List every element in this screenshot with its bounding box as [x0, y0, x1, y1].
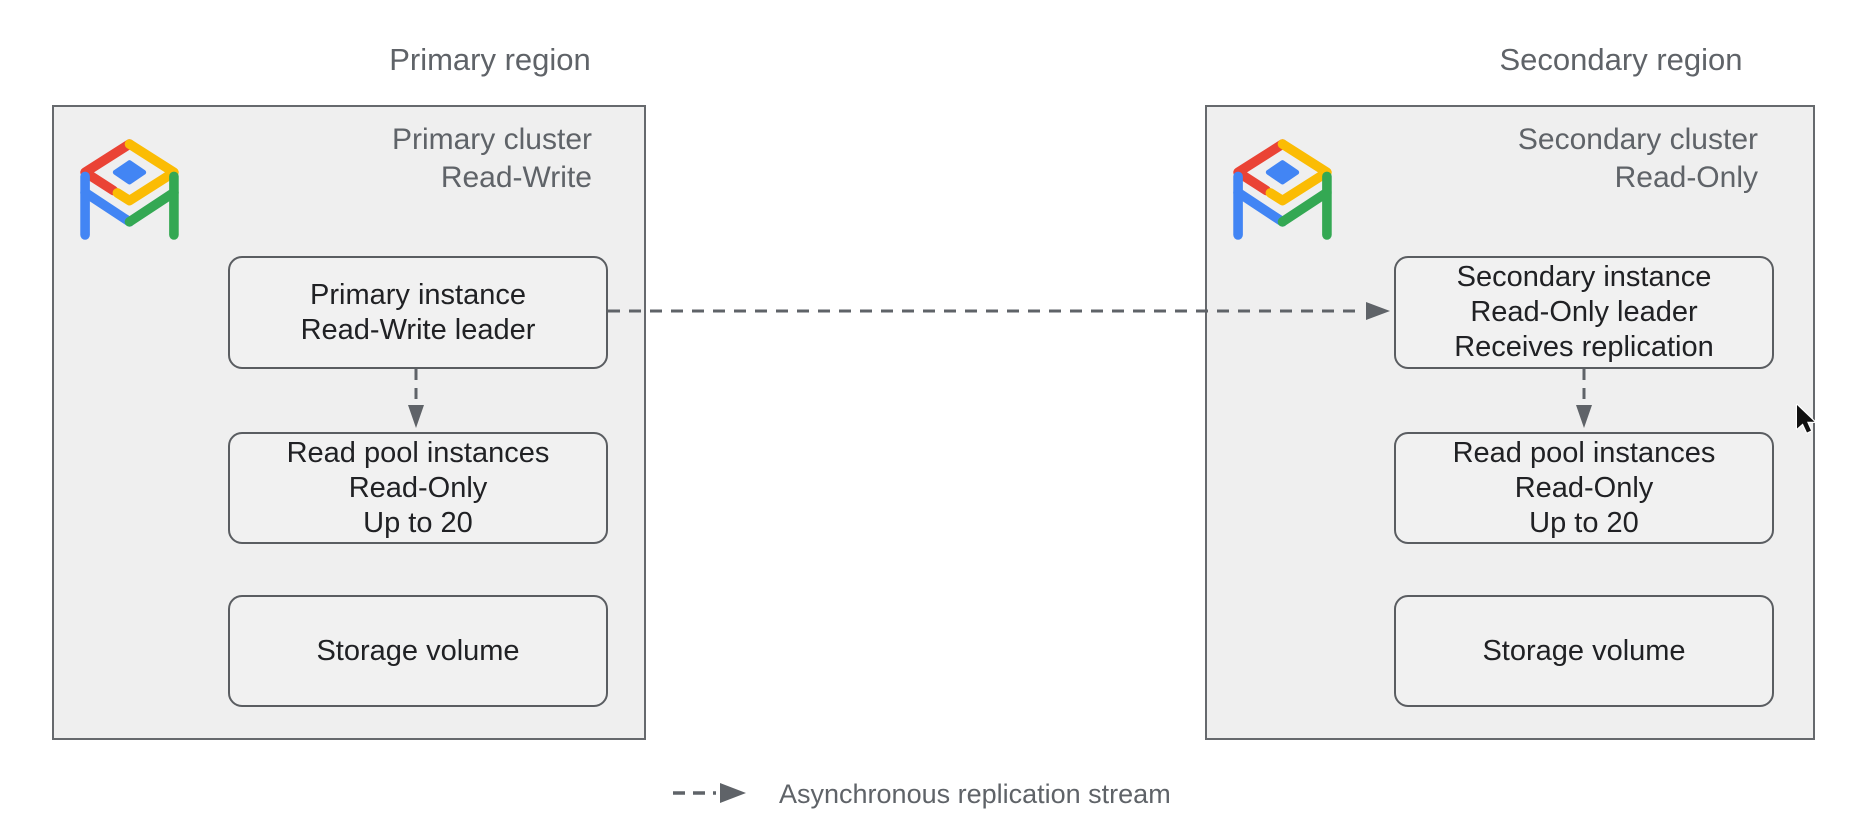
secondary-cluster-title-line2: Read-Only	[1614, 161, 1758, 194]
secondary-storage-node: Storage volume	[1394, 595, 1774, 707]
node-text-line: Receives replication	[1454, 331, 1714, 363]
node-text-line: Primary instance	[310, 278, 526, 311]
primary-instance-node: Primary instance Read-Write leader	[228, 256, 608, 369]
node-text-line: Up to 20	[1529, 506, 1639, 539]
secondary-cluster-box: Secondary cluster Read-Only Secondary in…	[1205, 105, 1815, 740]
node-text-line: Read pool instances	[286, 436, 550, 469]
secondary-cluster-title-line1: Secondary cluster	[1517, 123, 1758, 156]
primary-region-label: Primary region	[389, 42, 591, 77]
primary-cluster-title-line2: Read-Write	[440, 161, 592, 194]
primary-cluster-box: Primary cluster Read-Write Primary insta…	[52, 105, 646, 740]
node-text-line: Read-Only	[348, 471, 488, 504]
primary-readpool-node: Read pool instances Read-Only Up to 20	[228, 432, 608, 544]
secondary-region-label: Secondary region	[1499, 42, 1743, 77]
secondary-cluster-title: Secondary cluster Read-Only	[1398, 121, 1758, 197]
primary-cluster-title: Primary cluster Read-Write	[232, 121, 592, 197]
node-text-line: Read-Only leader	[1470, 296, 1698, 328]
primary-cluster-title-line1: Primary cluster	[391, 123, 592, 156]
primary-storage-node: Storage volume	[228, 595, 608, 707]
node-text-line: Up to 20	[363, 506, 473, 539]
node-text-line: Read-Write leader	[300, 313, 536, 346]
node-text-line: Secondary instance	[1456, 261, 1712, 293]
node-text-line: Storage volume	[1482, 634, 1686, 667]
node-text-line: Read-Only	[1514, 471, 1654, 504]
arrowhead-icon	[720, 783, 746, 803]
alloydb-icon	[1233, 139, 1332, 240]
alloydb-icon	[80, 139, 179, 240]
legend-arrow-icon	[673, 783, 746, 803]
legend-label: Asynchronous replication stream	[779, 779, 1171, 809]
secondary-readpool-node: Read pool instances Read-Only Up to 20	[1394, 432, 1774, 544]
node-text-line: Storage volume	[316, 634, 520, 667]
node-text-line: Read pool instances	[1452, 436, 1716, 469]
secondary-instance-node: Secondary instance Read-Only leader Rece…	[1394, 256, 1774, 369]
